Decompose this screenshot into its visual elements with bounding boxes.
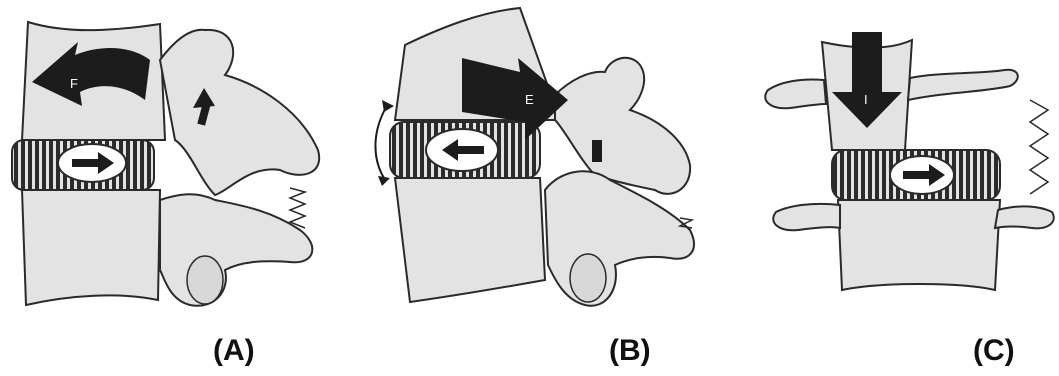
panel-c-lower-right-process — [995, 206, 1054, 228]
diagram-canvas: F E — [0, 0, 1059, 330]
panel-c-arrow-letter: I — [864, 92, 868, 107]
panel-b-pedicle-oval — [570, 254, 606, 302]
panel-b-arrow-letter: E — [525, 92, 534, 107]
panel-a-lower-posterior-elements — [160, 194, 312, 306]
panel-b-rotation-arrow — [375, 104, 388, 178]
panel-c-lower-vertebral-body — [838, 200, 1000, 290]
panel-a-upper-posterior-elements — [160, 30, 319, 195]
panel-a-lower-vertebral-body — [22, 190, 160, 305]
panel-c-ligament-zigzag — [1030, 100, 1048, 194]
panel-a-ligament-zigzag — [290, 188, 305, 228]
panel-a-pedicle-oval — [187, 256, 223, 304]
panel-a-caption: (A) — [213, 334, 255, 368]
panel-a-arrow-letter: F — [70, 76, 78, 91]
panel-c-caption: (C) — [973, 334, 1015, 368]
panel-b-extension: E — [375, 8, 693, 306]
panel-c-upper-left-process — [765, 79, 826, 108]
panel-b-rotation-arrowhead-bottom — [378, 176, 390, 186]
panel-c-lower-left-process — [773, 204, 840, 230]
panel-b-facet-compression — [592, 140, 602, 162]
panel-c-compression: I — [765, 32, 1054, 290]
panel-b-caption: (B) — [609, 334, 651, 368]
panel-c-upper-right-process — [908, 70, 1018, 100]
panel-b-rotation-arrowhead-top — [382, 100, 394, 112]
panel-b-lower-vertebral-body — [395, 178, 545, 302]
panel-a-flexion: F — [12, 22, 319, 306]
